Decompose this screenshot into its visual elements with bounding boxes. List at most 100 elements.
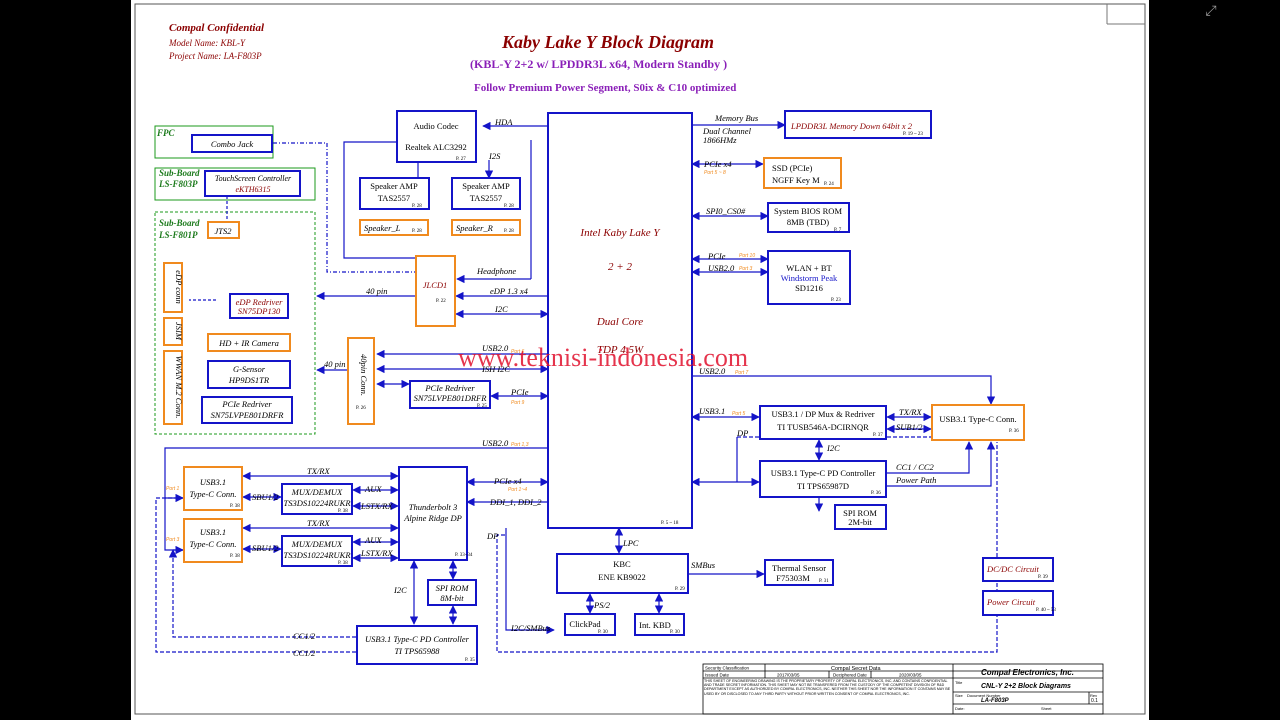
page-ref: P. 28 xyxy=(504,204,514,209)
signal-label: PCIe xyxy=(510,387,529,397)
ssd-label: SSD (PCIe) xyxy=(772,163,813,173)
signal-label: LSTX/RX xyxy=(360,548,393,558)
wlan-block xyxy=(767,250,851,305)
jts2-label: JTS2 xyxy=(215,226,233,236)
secret-label: Compal Secret Data xyxy=(831,666,881,672)
audio-codec-block xyxy=(396,110,477,163)
signal-label: PCIe x4 xyxy=(703,159,732,169)
page-ref: P. 37 xyxy=(873,433,883,438)
type-c-conn-block xyxy=(931,404,1025,441)
signal-label: DP xyxy=(486,531,498,541)
touch-part: eKTH6315 xyxy=(235,185,270,194)
date-label: Date: xyxy=(955,706,965,711)
signal-label: Power Path xyxy=(895,475,936,485)
signal-label: TX/RX xyxy=(307,518,330,528)
spi-rom-label: SPI ROM xyxy=(843,508,877,518)
port-label: Port 1 xyxy=(166,486,180,492)
pcie-redriver-block xyxy=(201,396,293,424)
pd-label: USB3.1 Type-C PD Controller xyxy=(365,634,470,644)
signal-label: SBU1/2 xyxy=(252,543,279,553)
pcie-redriver-label: PCIe Redriver xyxy=(424,383,475,393)
signal-label: I2C xyxy=(826,443,840,453)
audio-label: Audio Codec xyxy=(413,121,458,131)
signal-label: USB2.0 xyxy=(699,366,726,376)
mux-part: TS3DS10224RUKR xyxy=(283,550,351,560)
model-name: Model Name: KBL-Y xyxy=(168,38,246,48)
sheet-frame xyxy=(134,3,1146,715)
ssd-block xyxy=(763,157,842,189)
signal-label: SMBus xyxy=(691,560,716,570)
type-c-conn-block xyxy=(183,466,243,511)
signal-label: PCIe xyxy=(707,251,726,261)
page-ref: P. 5 ~ 18 xyxy=(661,521,679,526)
signal-label: USB2.0 xyxy=(482,343,509,353)
jlcd1-label: JLCD1 xyxy=(423,280,448,290)
jts2-block xyxy=(207,221,240,239)
camera-label: HD + IR Camera xyxy=(218,338,279,348)
page-ref: P. 35 xyxy=(465,658,475,663)
page-ref: P. 28 xyxy=(412,229,422,234)
page-ref: P. 19 ~ 23 xyxy=(903,132,923,137)
deciphered-date: 2020/03/05 xyxy=(899,673,922,678)
page-ref: P. 33~34 xyxy=(455,553,473,558)
page-title: Kaby Lake Y Block Diagram xyxy=(501,32,714,52)
title-label: Title xyxy=(955,680,963,685)
signal-label: CC1/2 xyxy=(293,631,316,641)
page-ref: P. 29 xyxy=(675,587,685,592)
issued-label: Issued Date xyxy=(705,673,730,678)
sub-board-label: Sub-Board xyxy=(159,168,200,178)
port-label: Port 1~4 xyxy=(508,487,527,493)
thunderbolt-block xyxy=(398,466,468,561)
pd-controller-block xyxy=(759,460,887,498)
signal-label: LSTX/RX xyxy=(360,501,393,511)
edp-conn-label: eDP conn xyxy=(174,270,184,304)
wlan-part: SD1216 xyxy=(795,283,823,293)
speaker-label: Speaker_R xyxy=(456,223,494,233)
signal-label: CC1 / CC2 xyxy=(896,462,935,472)
memory-block xyxy=(784,110,932,139)
pd-controller-block xyxy=(356,625,478,665)
touch-label: TouchScreen Controller xyxy=(215,174,292,183)
type-c-label: USB3.1 xyxy=(200,477,226,487)
wwan-label: WWAN M.2 Conn. xyxy=(174,356,184,419)
page-ref: P. 40 ~ 53 xyxy=(1036,608,1056,613)
type-c-conn-block xyxy=(183,518,243,563)
edp-conn-block xyxy=(163,262,183,313)
port-label: Port 3 xyxy=(739,266,753,272)
type-c-conn: Type-C Conn. xyxy=(189,539,236,549)
speaker-label: Speaker_L xyxy=(364,223,401,233)
type-c-label: USB3.1 Type-C Conn. xyxy=(939,414,1016,424)
signal-label: ISH I2C xyxy=(481,364,510,374)
bios-size: 8MB (TBD) xyxy=(787,217,829,227)
sheet-label: Sheet xyxy=(1041,706,1052,711)
page-ref: P. 30 xyxy=(598,630,608,635)
cpu-type: Dual Core xyxy=(596,316,643,328)
speaker-amp-block xyxy=(451,177,521,210)
page-ref: P. 38 xyxy=(338,561,348,566)
thermal-sensor-block xyxy=(764,559,834,586)
page-ref: P. 27 xyxy=(456,157,466,162)
usb-mux-part: TI TUSB546A-DCIRNQR xyxy=(777,422,869,432)
schematic-sheet: Compal Confidential Kaby Lake Y Block Di… xyxy=(131,0,1149,720)
disclaimer: THIS SHEET OF ENGINEERING DRAWING IS THE… xyxy=(704,679,951,696)
amp-label: Speaker AMP xyxy=(462,181,510,191)
kbc-block xyxy=(556,553,689,594)
speaker-l-block xyxy=(359,219,429,236)
power-circuit-block xyxy=(982,590,1054,616)
title-block: Security Classification Compal Secret Da… xyxy=(702,663,1104,715)
cpu-cores: 2 + 2 xyxy=(608,261,632,273)
edp-redriver-label: eDP Redriver xyxy=(236,297,284,307)
spi-rom-size: 2M-bit xyxy=(848,517,872,527)
expand-icon[interactable]: ⤢ xyxy=(1205,3,1217,19)
doc-number-label: Document Number xyxy=(967,693,1001,698)
bios-label: System BIOS ROM xyxy=(774,206,842,216)
page-ref: P. 28 xyxy=(504,229,514,234)
page-ref: P. 38 xyxy=(338,509,348,514)
port-label: Port 7 xyxy=(735,370,749,376)
sub-board-f803p-group xyxy=(154,167,316,201)
pcie-redriver-part: SN75LVPE801DRFR xyxy=(211,410,285,420)
usb-mux-redriver-block xyxy=(759,405,887,440)
signal-label: 40 pin xyxy=(324,359,346,369)
pcie-redriver-part: SN75LVPE801DRFR xyxy=(414,393,488,403)
security-label: Security Classification xyxy=(705,666,750,671)
